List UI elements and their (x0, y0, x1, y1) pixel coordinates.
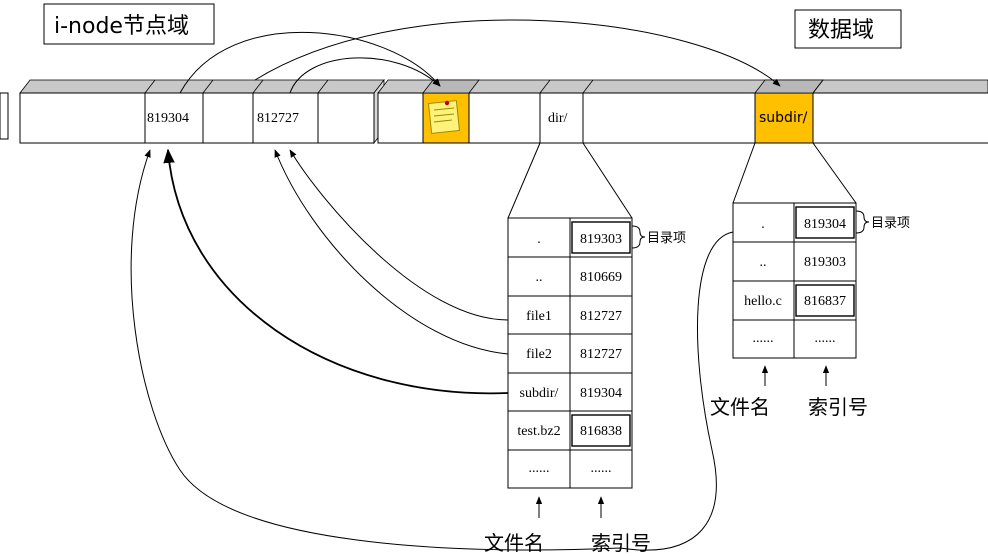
table-row: test.bz2 (517, 424, 560, 439)
inode-strip: 819304 812727 (0, 78, 385, 145)
dir-entry-table: . 819303 .. 810669 file1 812727 file2 81… (507, 217, 633, 489)
svg-text:......: ...... (591, 461, 612, 476)
svg-text:810669: 810669 (580, 270, 622, 285)
subdir-entry-note: 目录项 (871, 216, 910, 231)
svg-text:819303: 819303 (804, 255, 846, 270)
note-icon (427, 100, 461, 134)
dir-col-filename: 文件名 (484, 531, 544, 555)
svg-text:819304: 819304 (580, 386, 622, 401)
svg-text:819303: 819303 (580, 232, 622, 247)
svg-text:816837: 816837 (804, 294, 846, 309)
subdir-col-index: 索引号 (808, 395, 868, 419)
table-row: .. (760, 255, 767, 270)
svg-text:819304: 819304 (804, 217, 846, 232)
table-row: ...... (529, 461, 550, 476)
table-row: . (537, 232, 541, 247)
svg-text:812727: 812727 (580, 309, 622, 324)
data-block-dir: dir/ (548, 111, 568, 126)
table-row: subdir/ (520, 386, 559, 401)
table-row: . (761, 217, 765, 232)
svg-text:812727: 812727 (580, 347, 622, 362)
data-block-subdir: subdir/ (759, 110, 808, 126)
svg-text:816838: 816838 (580, 424, 622, 439)
svg-text:数据域: 数据域 (808, 18, 874, 43)
dir-entry-note: 目录项 (647, 231, 686, 246)
table-row: hello.c (744, 294, 782, 309)
data-strip: dir/ subdir/ (377, 79, 988, 144)
svg-text:i-node节点域: i-node节点域 (54, 14, 189, 39)
subdir-entry-table: . 819304 .. 819303 hello.c 816837 ......… (732, 202, 857, 359)
svg-text:......: ...... (815, 331, 836, 346)
table-row: file1 (526, 309, 552, 324)
inode-region-label: i-node节点域 (43, 3, 215, 45)
subdir-col-filename: 文件名 (710, 395, 770, 419)
data-region-label: 数据域 (794, 9, 902, 49)
dir-col-index: 索引号 (591, 531, 651, 555)
table-row: ...... (753, 331, 774, 346)
inode-block-812727: 812727 (257, 111, 299, 126)
inode-block-819304: 819304 (147, 111, 189, 126)
table-row: .. (536, 270, 543, 285)
table-row: file2 (526, 347, 552, 362)
